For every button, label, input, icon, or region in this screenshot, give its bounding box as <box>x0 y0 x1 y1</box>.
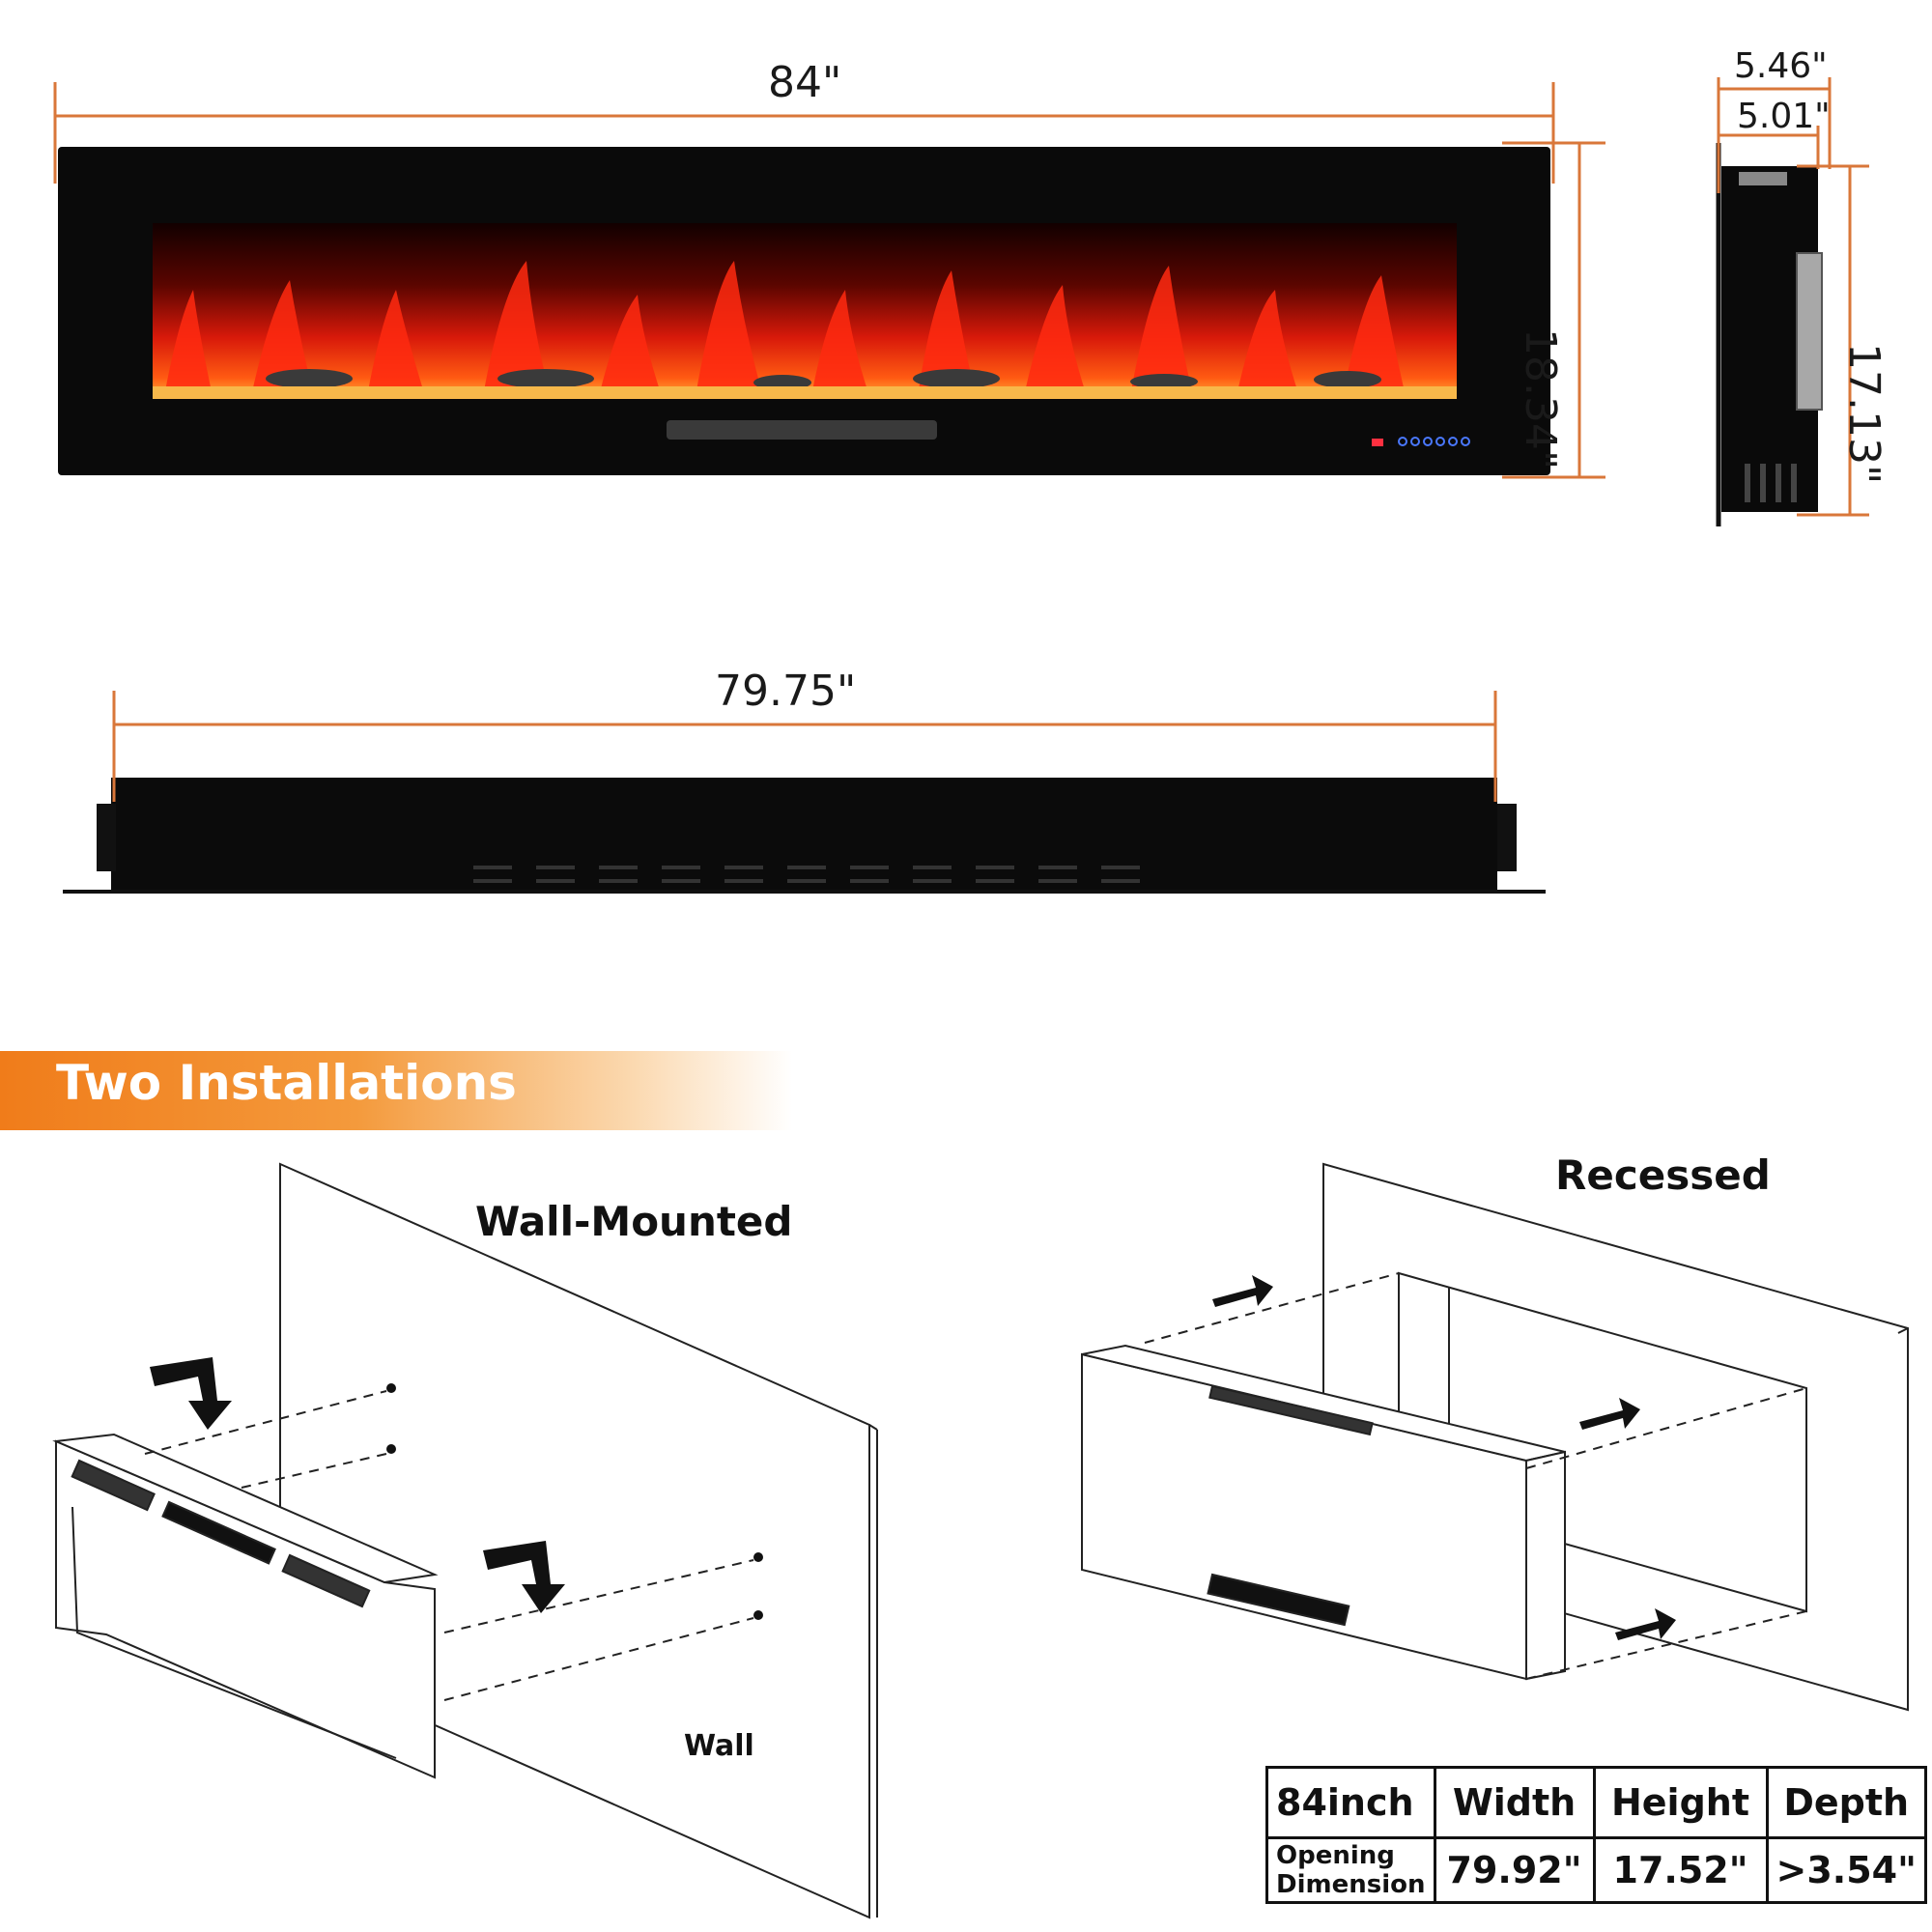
side-depth-dimension-lines <box>1717 77 1832 193</box>
width-header: Width <box>1433 1766 1596 1839</box>
recessed-illustration <box>1081 1162 1909 1712</box>
wall-panel <box>279 1162 870 1919</box>
height-dimension-line <box>1502 141 1605 479</box>
side-height-dimension-line <box>1797 164 1869 517</box>
flames <box>164 261 1406 396</box>
heater-vent <box>667 420 937 440</box>
back-width-label: 79.75" <box>715 667 857 716</box>
back-view <box>63 691 1546 894</box>
side-height-label: 17.13" <box>1839 343 1889 485</box>
opening-dimension-table: 84inch Width Height Depth Opening Dimens… <box>1265 1766 1927 1904</box>
back-width-dimension-line <box>112 691 1497 802</box>
touch-controls-icon <box>1372 437 1470 446</box>
bracket <box>1796 252 1823 411</box>
ember-bed <box>153 386 1457 399</box>
wall-label: Wall <box>684 1729 754 1763</box>
model-cell: 84inch <box>1265 1766 1436 1839</box>
width-dimension-line <box>53 82 1555 184</box>
side-depth-inner-label: 5.01" <box>1737 97 1831 136</box>
mounting-arrows <box>150 1357 565 1613</box>
height-value: 17.52" <box>1592 1836 1769 1904</box>
section-title: Two Installations <box>56 1055 517 1111</box>
depth-header: Depth <box>1765 1766 1927 1839</box>
height-header: Height <box>1592 1766 1769 1839</box>
depth-value: >3.54" <box>1765 1836 1927 1904</box>
front-width-label: 84" <box>768 58 842 107</box>
wall-mounted-illustration <box>52 1162 878 1919</box>
width-value: 79.92" <box>1433 1836 1596 1904</box>
recess-arrows <box>1212 1275 1676 1640</box>
recessed-label: Recessed <box>1555 1151 1771 1199</box>
wall-mounted-label: Wall-Mounted <box>475 1198 793 1245</box>
side-depth-outer-label: 5.46" <box>1734 46 1828 86</box>
flame-window <box>153 223 1457 399</box>
opening-dimension-label: Opening Dimension <box>1265 1836 1436 1904</box>
front-view <box>53 82 1605 479</box>
opening-label-line1: Opening <box>1276 1841 1395 1870</box>
front-height-label: 18.34" <box>1516 328 1565 470</box>
log-set <box>266 369 1381 390</box>
section-banner <box>0 1051 792 1130</box>
back-body <box>111 778 1497 892</box>
side-view <box>1716 77 1869 526</box>
opening-label-line2: Dimension <box>1276 1870 1426 1899</box>
